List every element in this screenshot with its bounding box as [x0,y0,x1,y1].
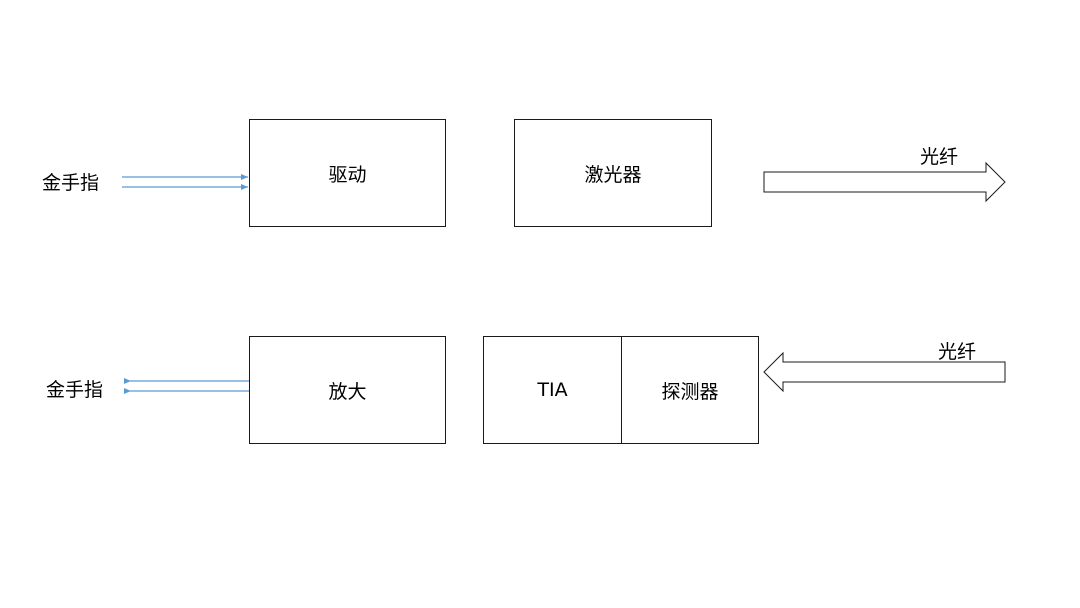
rx-fiber-arrow [763,351,1006,393]
driver-block: 驱动 [249,119,446,227]
rx-signal-lines [124,378,249,394]
laser-block: 激光器 [514,119,712,227]
amplifier-block: 放大 [249,336,446,444]
driver-label: 驱动 [328,163,367,186]
rx-gold-finger-label: 金手指 [46,379,104,401]
tia-label: TIA [537,379,568,401]
tia-block: TIA [483,336,622,444]
tx-gold-finger-label: 金手指 [42,172,100,194]
rx-fiber-label: 光纤 [938,341,977,363]
detector-block: 探测器 [621,336,759,444]
detector-label: 探测器 [661,380,719,403]
amplifier-label: 放大 [328,380,367,403]
tx-fiber-arrow [763,161,1006,203]
tx-signal-lines [122,174,248,190]
laser-label: 激光器 [584,163,642,186]
tx-fiber-label: 光纤 [920,146,959,168]
